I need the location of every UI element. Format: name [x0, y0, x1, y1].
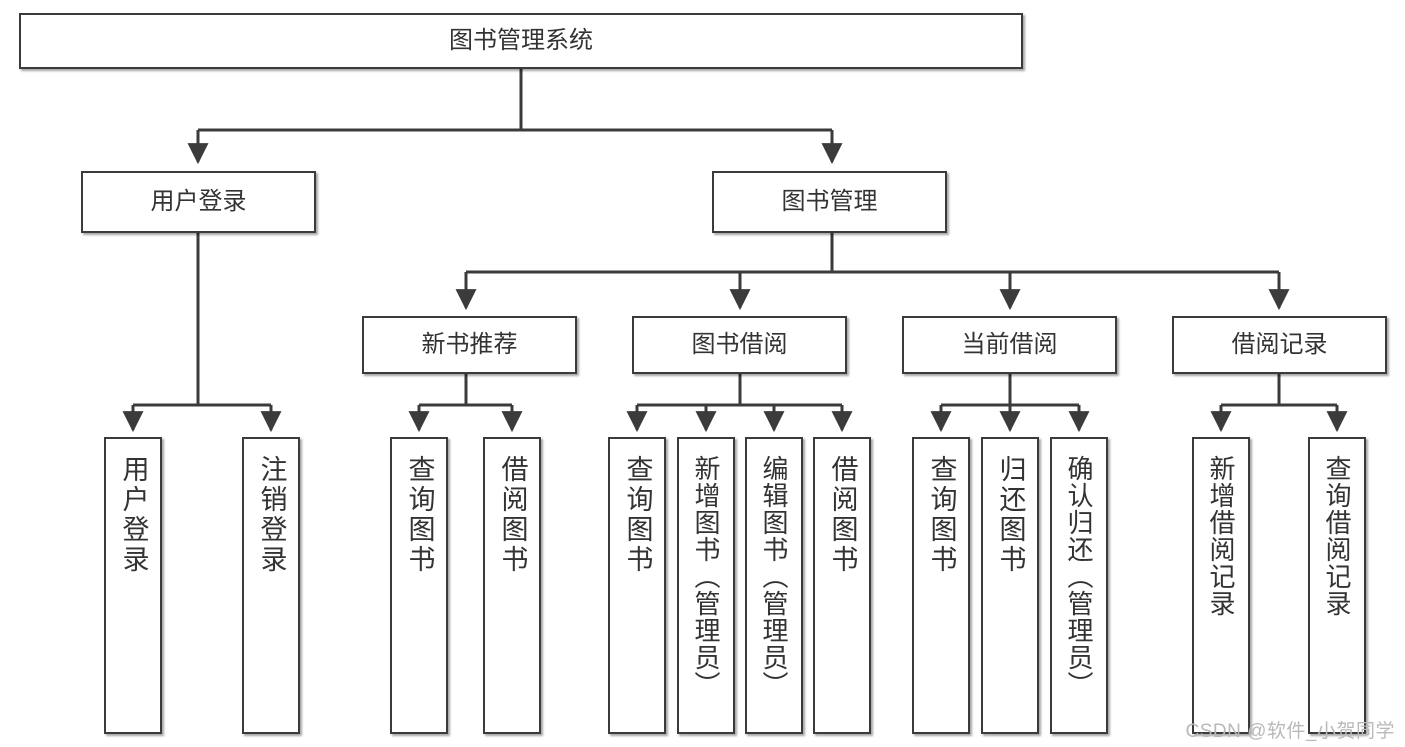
- node-leaf-query-book-1[interactable]: 查询图书: [390, 437, 448, 734]
- node-leaf-query-record[interactable]: 查询借阅记录: [1308, 437, 1366, 734]
- node-user-login[interactable]: 用户登录: [81, 171, 316, 233]
- node-root[interactable]: 图书管理系统: [19, 13, 1023, 69]
- node-leaf-borrow-book-2-label: 借阅图书: [827, 455, 858, 575]
- node-leaf-logout-login[interactable]: 注销登录: [242, 437, 300, 734]
- node-leaf-add-book-label: 新增图书（管理员）: [691, 455, 721, 698]
- node-leaf-confirm-return-label: 确认归还（管理员）: [1064, 455, 1094, 698]
- node-new-book-recommend[interactable]: 新书推荐: [362, 316, 577, 374]
- node-leaf-query-record-label: 查询借阅记录: [1322, 455, 1352, 617]
- node-book-borrow-label: 图书借阅: [691, 331, 788, 359]
- node-leaf-borrow-book-1[interactable]: 借阅图书: [483, 437, 541, 734]
- node-book-manage-label: 图书管理: [781, 188, 878, 216]
- node-leaf-query-book-3[interactable]: 查询图书: [912, 437, 970, 734]
- node-book-manage[interactable]: 图书管理: [712, 171, 947, 233]
- node-leaf-query-book-2[interactable]: 查询图书: [608, 437, 666, 734]
- node-user-login-label: 用户登录: [150, 188, 247, 216]
- node-leaf-query-book-1-label: 查询图书: [404, 455, 435, 575]
- node-leaf-confirm-return[interactable]: 确认归还（管理员）: [1050, 437, 1108, 734]
- node-leaf-user-login[interactable]: 用户登录: [104, 437, 162, 734]
- node-leaf-edit-book[interactable]: 编辑图书（管理员）: [745, 437, 803, 734]
- node-root-label: 图书管理系统: [449, 27, 593, 55]
- node-leaf-add-book[interactable]: 新增图书（管理员）: [677, 437, 735, 734]
- node-leaf-logout-login-label: 注销登录: [256, 455, 287, 575]
- node-leaf-edit-book-label: 编辑图书（管理员）: [759, 455, 789, 698]
- node-leaf-add-record-label: 新增借阅记录: [1206, 455, 1236, 617]
- node-new-book-recommend-label: 新书推荐: [421, 331, 518, 359]
- node-leaf-borrow-book-1-label: 借阅图书: [497, 455, 528, 575]
- csdn-watermark: CSDN @软件_小贺同学: [1185, 721, 1395, 742]
- node-leaf-user-login-label: 用户登录: [118, 455, 149, 575]
- node-leaf-return-book-label: 归还图书: [995, 455, 1026, 575]
- node-current-borrow-label: 当前借阅: [961, 331, 1058, 359]
- node-leaf-query-book-2-label: 查询图书: [622, 455, 653, 575]
- node-borrow-record[interactable]: 借阅记录: [1172, 316, 1387, 374]
- node-leaf-query-book-3-label: 查询图书: [926, 455, 957, 575]
- node-book-borrow[interactable]: 图书借阅: [632, 316, 847, 374]
- node-leaf-borrow-book-2[interactable]: 借阅图书: [813, 437, 871, 734]
- node-leaf-return-book[interactable]: 归还图书: [981, 437, 1039, 734]
- node-borrow-record-label: 借阅记录: [1231, 331, 1328, 359]
- node-current-borrow[interactable]: 当前借阅: [902, 316, 1117, 374]
- node-leaf-add-record[interactable]: 新增借阅记录: [1192, 437, 1250, 734]
